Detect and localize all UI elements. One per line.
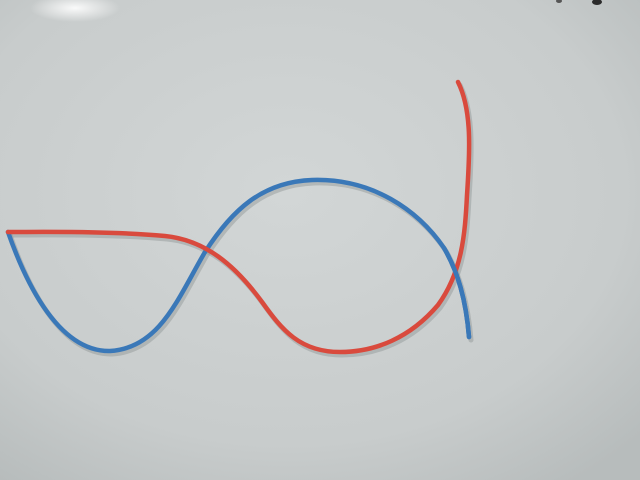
red-wire — [5, 79, 472, 355]
magnet — [556, 0, 562, 3]
light-glare — [30, 0, 120, 22]
blue-wire-overlap — [441, 245, 472, 340]
magnet — [592, 0, 602, 5]
